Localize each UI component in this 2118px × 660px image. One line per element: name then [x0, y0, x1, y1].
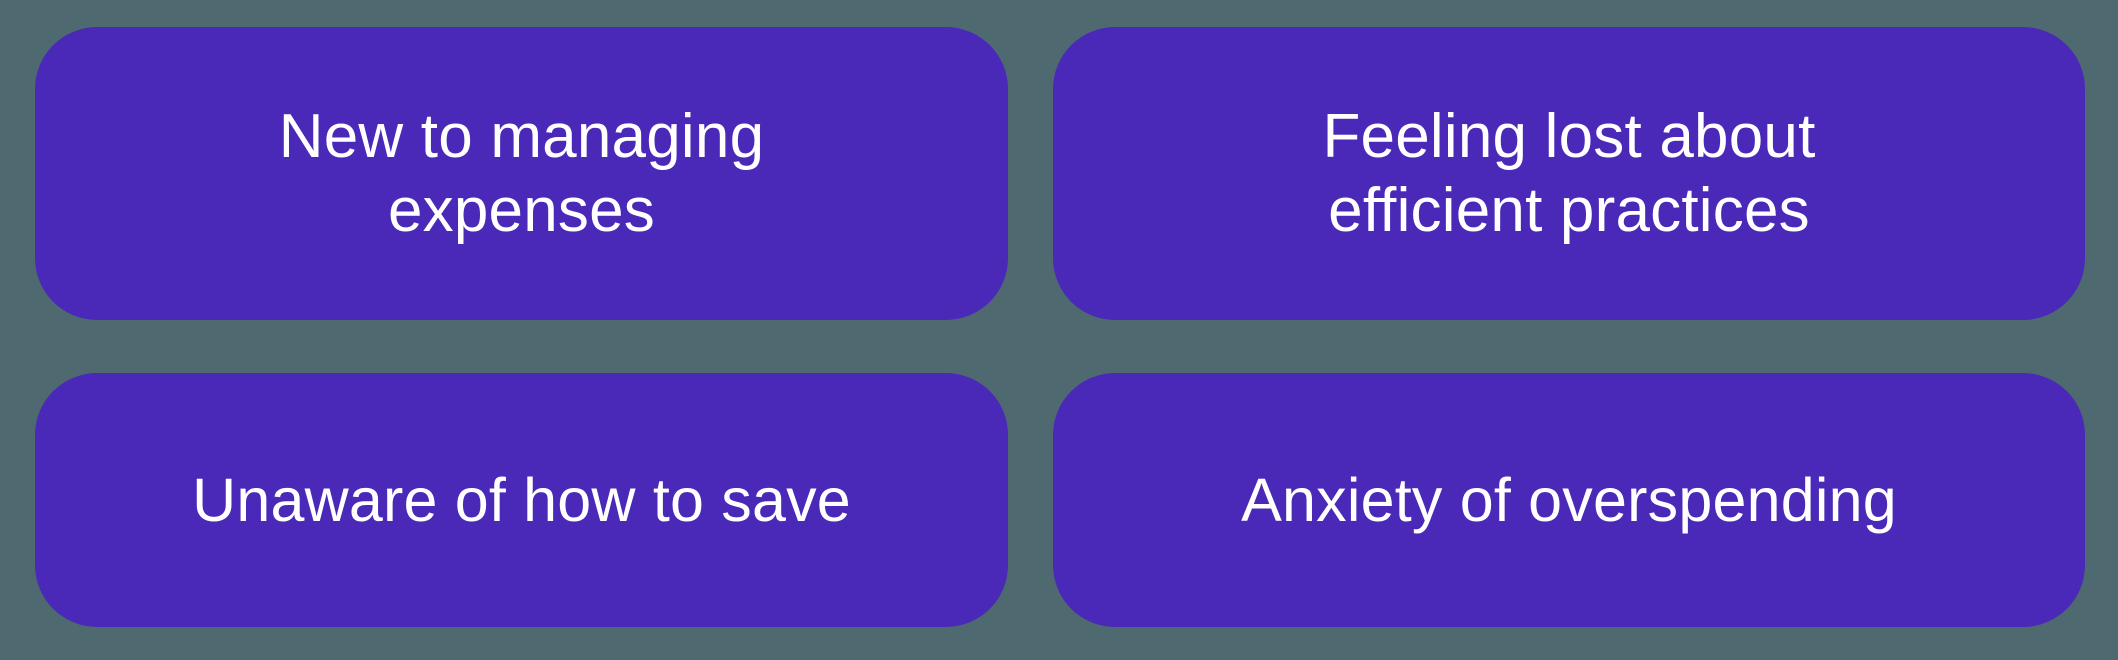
pain-point-card-label: New to managing expenses	[278, 101, 765, 245]
pain-point-card-label: Feeling lost about efficient practices	[1322, 101, 1816, 245]
pain-point-card-label: Unaware of how to save	[192, 466, 851, 534]
pain-point-card-new-to-managing-expenses[interactable]: New to managing expenses	[35, 27, 1008, 320]
pain-point-card-feeling-lost-about-efficient-practices[interactable]: Feeling lost about efficient practices	[1053, 27, 2085, 320]
pain-point-card-anxiety-of-overspending[interactable]: Anxiety of overspending	[1053, 373, 2085, 627]
pain-point-card-label: Anxiety of overspending	[1241, 466, 1897, 534]
pain-point-card-unaware-of-how-to-save[interactable]: Unaware of how to save	[35, 373, 1008, 627]
